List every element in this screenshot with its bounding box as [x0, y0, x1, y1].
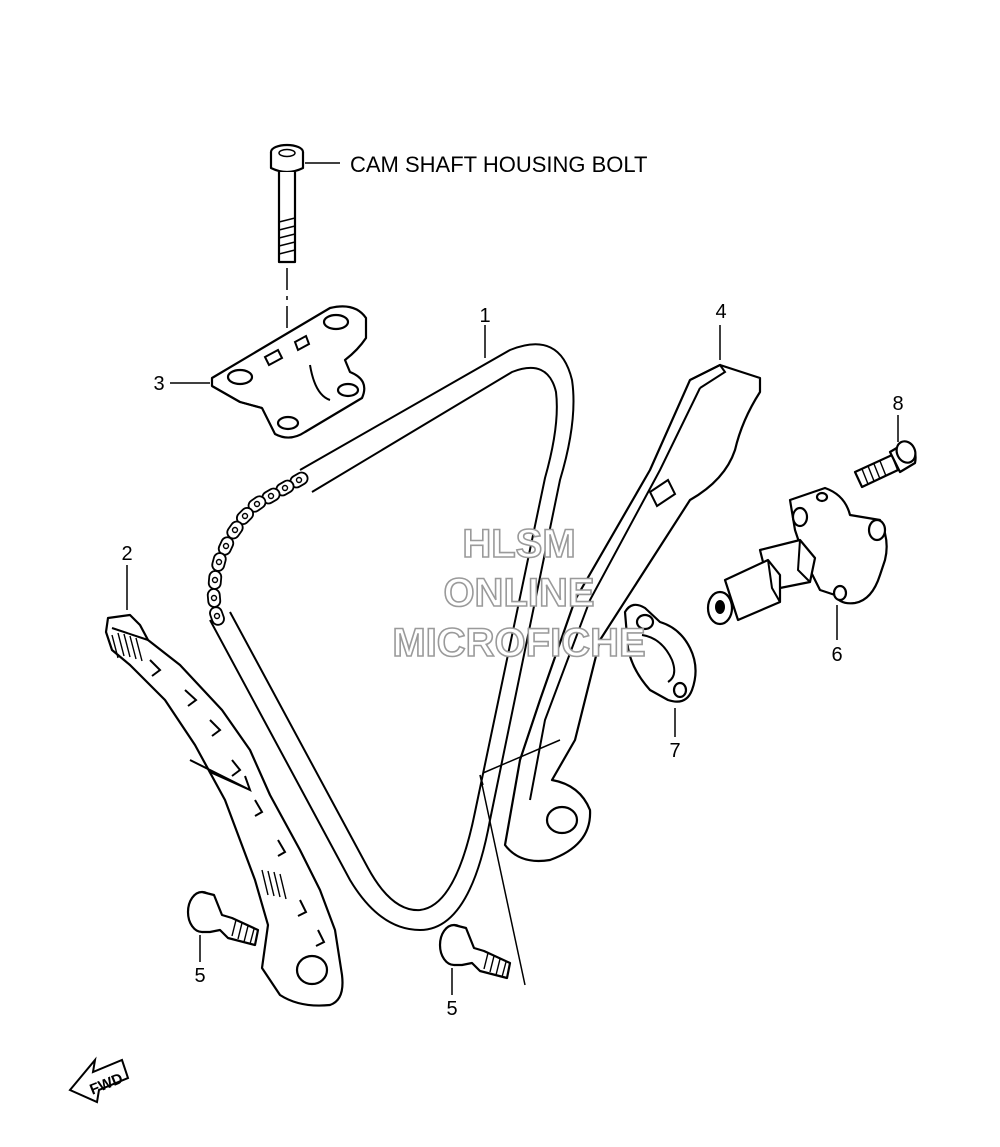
part-4-tensioner-guide [503, 325, 762, 863]
part-label-8: 8 [892, 393, 903, 415]
part-label-5-right: 5 [446, 998, 457, 1020]
part-label-5-left: 5 [194, 965, 205, 987]
part-label-2: 2 [121, 543, 132, 565]
part-label-4: 4 [715, 301, 726, 323]
part-5-guide-bolt-left [186, 890, 260, 962]
part-label-7: 7 [669, 740, 680, 762]
part-label-6: 6 [831, 644, 842, 666]
part-1-cam-chain [206, 325, 575, 932]
fwd-arrow-icon: FWD [68, 1056, 130, 1104]
part-3-upper-chain-guide [210, 305, 368, 439]
watermark-line-3: MICROFICHE [392, 621, 645, 665]
part-label-3: 3 [153, 373, 164, 395]
cam-shaft-housing-bolt-label: CAM SHAFT HOUSING BOLT [350, 152, 647, 177]
watermark-line-1: HLSM [462, 522, 575, 566]
part-5-guide-bolt-right [438, 739, 561, 995]
part-6-chain-tensioner [706, 486, 888, 640]
part-8-tensioner-bolt [853, 415, 917, 489]
watermark-line-2: ONLINE [443, 571, 594, 615]
part-2-front-chain-guide [104, 565, 344, 1007]
part-7-gasket [623, 603, 697, 737]
part-label-1: 1 [479, 305, 490, 327]
